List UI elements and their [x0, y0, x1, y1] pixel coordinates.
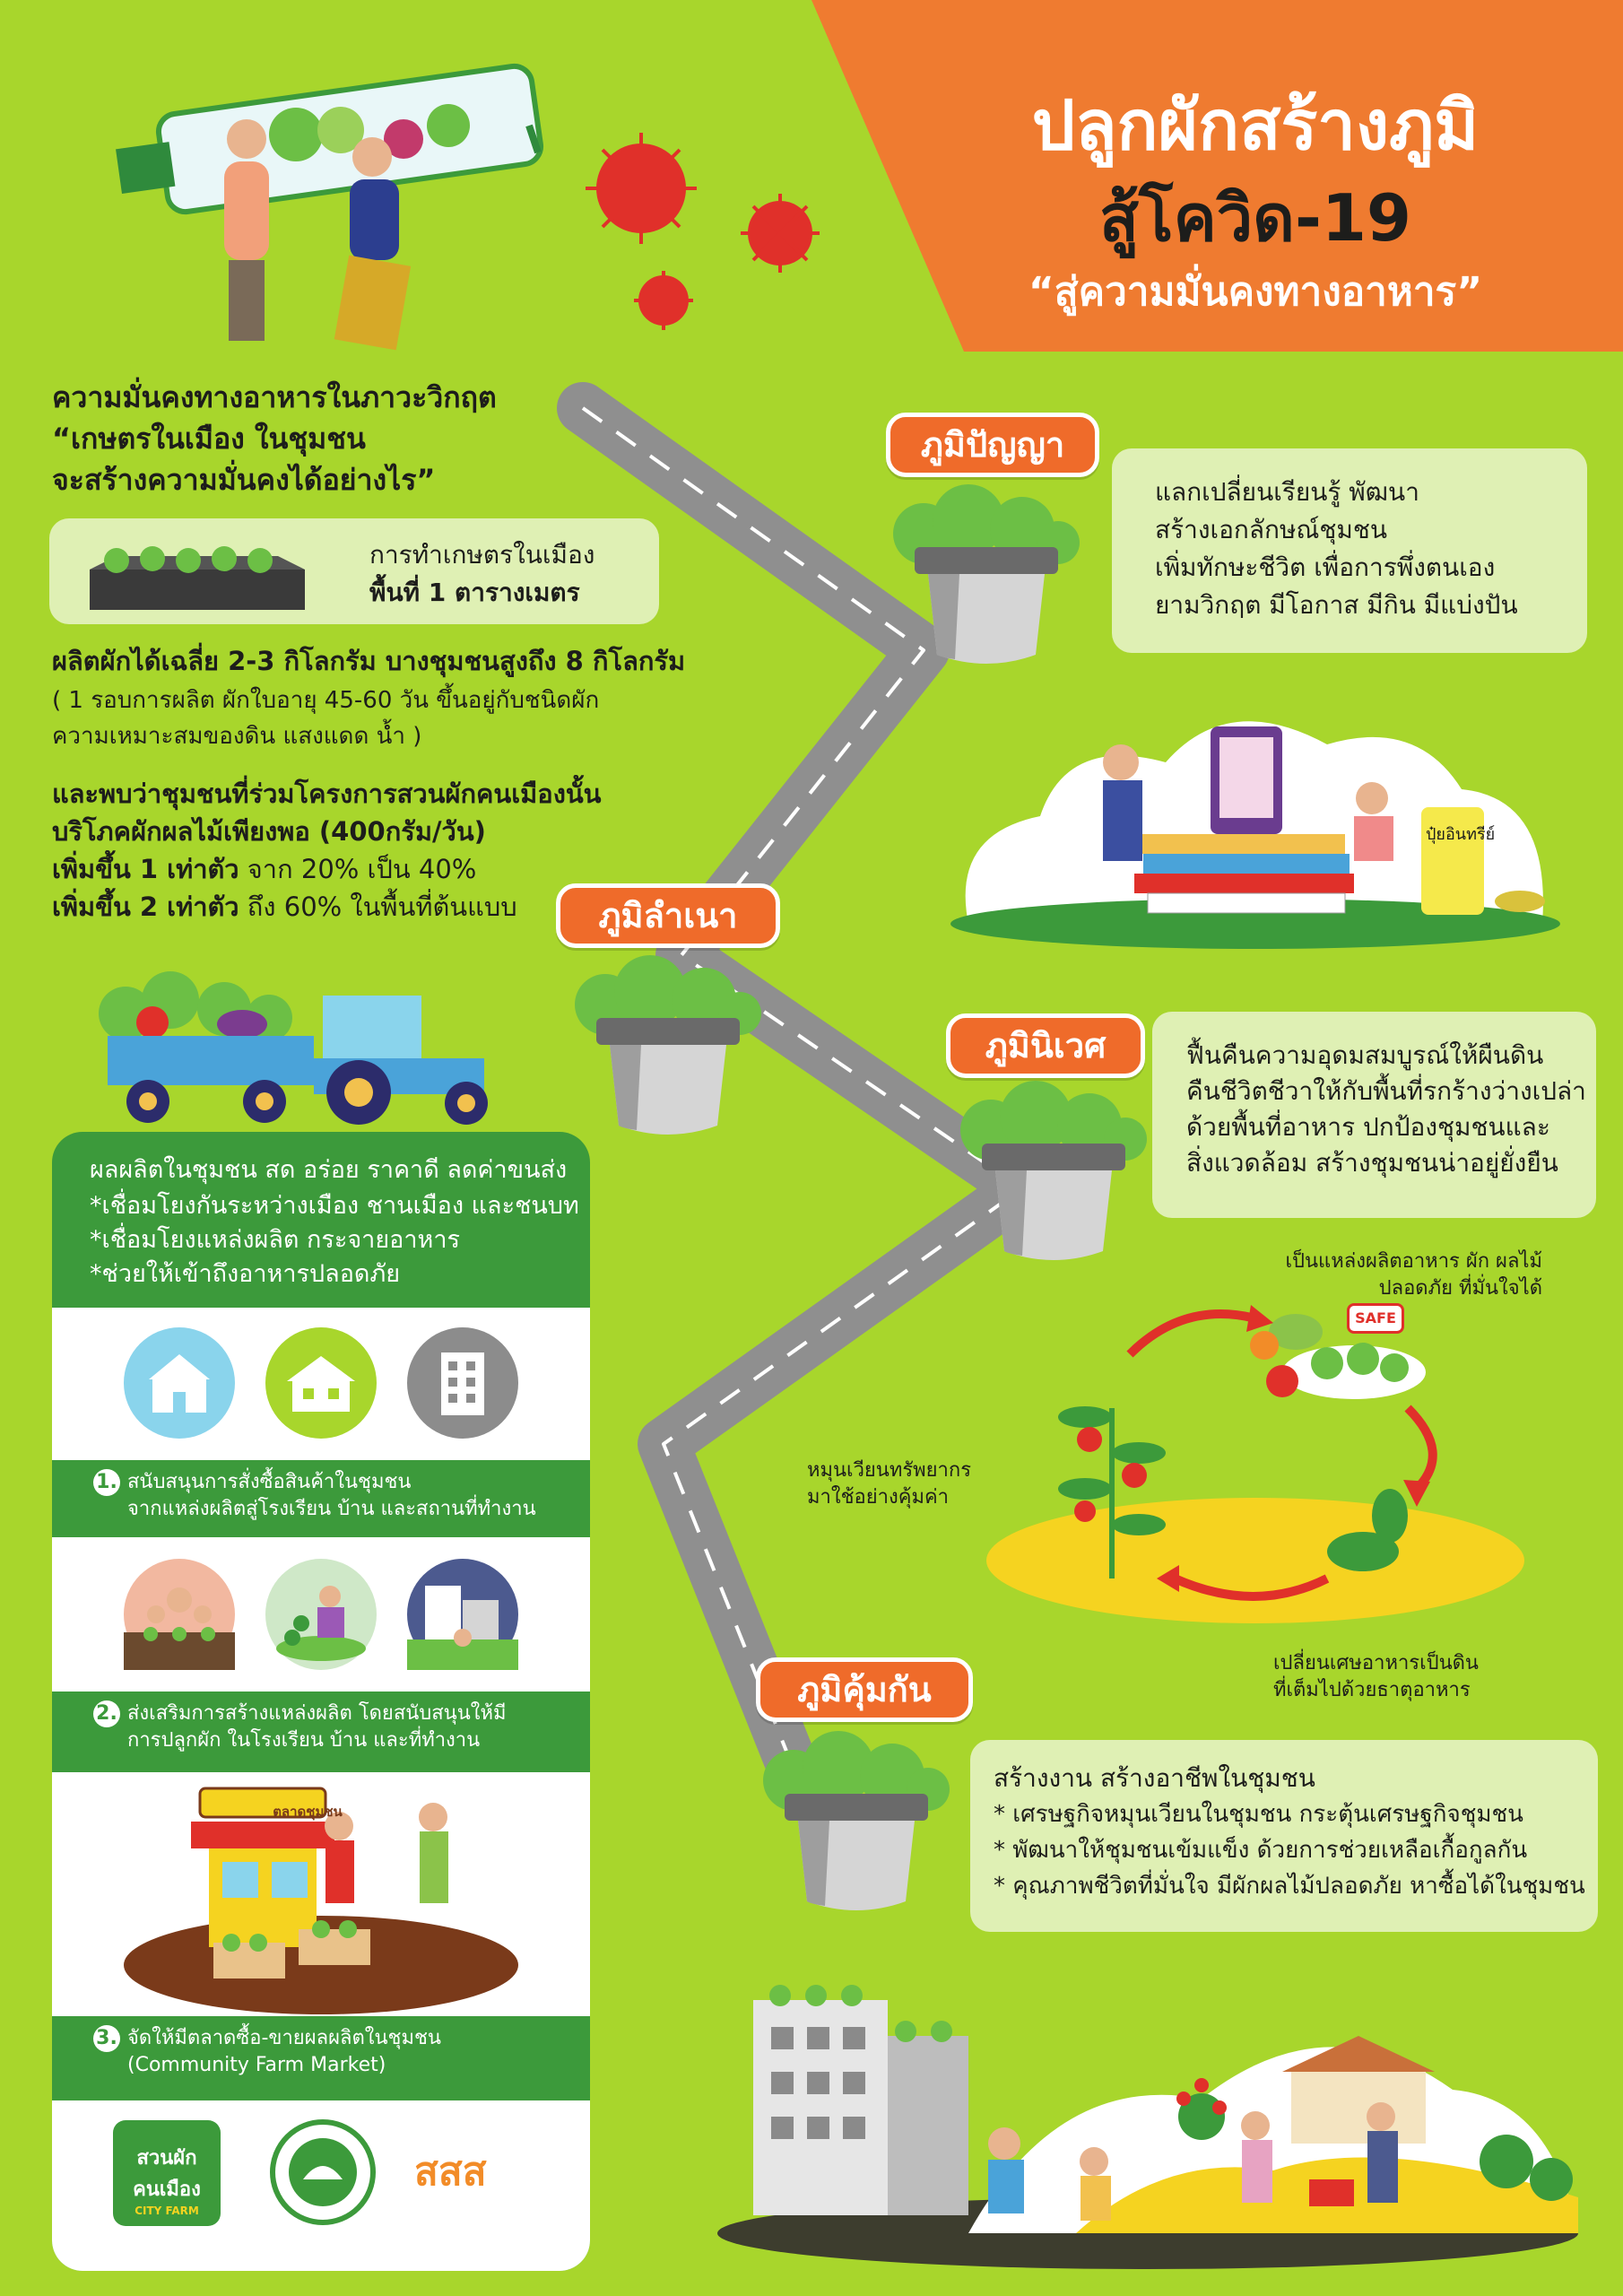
- description-line: ฟื้นคืนความอุดมสมบูรณ์ให้ผืนดิน: [1186, 1040, 1544, 1070]
- panel-header-line: *เชื่อมโยงแหล่งผลิต กระจายอาหาร: [90, 1226, 460, 1254]
- finding-detail: จาก 20% เป็น 40%: [239, 854, 477, 884]
- planter-bed-icon: [90, 546, 305, 610]
- gardener-icon: [265, 1559, 377, 1670]
- plant-pot-icon: [893, 484, 1080, 664]
- milestone-ecology-label: ภูมินิเวศ: [946, 1013, 1145, 1078]
- area-label: พื้นที่ 1 ตารางเมตร: [369, 578, 580, 607]
- agency-seal-logo: [270, 2119, 376, 2225]
- cycle-label-compost: เปลี่ยนเศษอาหารเป็นดินที่เต็มไปด้วยธาตุอ…: [1273, 1650, 1551, 1704]
- compost-bin-label: ปุ๋ยอินทรีย์: [1426, 825, 1496, 844]
- yield-note: ความเหมาะสมของดิน แสงแดด น้ำ ): [52, 723, 422, 750]
- family-farming-icon: [124, 1559, 235, 1670]
- finding-line: บริโภคผักผลไม้เพียงพอ (400กรัม/วัน): [52, 816, 486, 847]
- step-line: จากแหล่งผลิตสู่โรงเรียน บ้าน และสถานที่ท…: [127, 1498, 536, 1520]
- cycle-label-line: ปลอดภัย ที่มั่นใจได้: [1378, 1277, 1542, 1300]
- step-line: จัดให้มีตลาดซื้อ-ขายผลผลิตในชุมชน: [127, 2027, 441, 2049]
- description-line: * คุณภาพชีวิตที่มั่นใจ มีผักผลไม้ปลอดภัย…: [994, 1873, 1585, 1900]
- logo-text: คนเมือง: [133, 2179, 201, 2201]
- description-line: เพิ่มทักษะชีวิต เพื่อการพึ่งตนเอง: [1155, 552, 1496, 582]
- step3-market-illustration: [52, 1772, 590, 2016]
- school-icon: [124, 1327, 235, 1439]
- cycle-label-line: หมุนเวียนทรัพยากร: [807, 1459, 972, 1482]
- header-banner: [812, 0, 1623, 352]
- market-sign: ตลาดชุมชน: [273, 1804, 343, 1820]
- logo-text: สวนผัก: [136, 2147, 197, 2170]
- step-line: การปลูกผัก ในโรงเรียน บ้าน และที่ทำงาน: [127, 1729, 481, 1752]
- subtitle: “สู่ความมั่นคงทางอาหาร”: [1028, 269, 1483, 315]
- step-line: ส่งเสริมการสร้างแหล่งผลิต โดยสนับสนุนให้…: [127, 1702, 507, 1725]
- yield-note: ( 1 รอบการผลิต ผักใบอายุ 45-60 วัน ขึ้นอ…: [52, 687, 600, 714]
- community-illustration: [717, 1985, 1578, 2269]
- main-title: ปลูกผักสร้างภูมิ: [1031, 85, 1480, 165]
- step2-text: 2. ส่งเสริมการสร้างแหล่งผลิต โดยสนับสนุนใ…: [93, 1700, 507, 1754]
- finding-line: และพบว่าชุมชนที่ร่วมโครงการสวนผักคนเมือง…: [52, 778, 602, 809]
- city-farm-logo: สวนผัก คนเมือง CITY FARM: [113, 2120, 221, 2226]
- cycle-label-line: มาใช้อย่างคุ้มค่า: [807, 1486, 950, 1509]
- description-line: คืนชีวิตชีวาให้กับพื้นที่รกร้างว่างเปล่า: [1186, 1076, 1586, 1106]
- finding-line: เพิ่มขึ้น 2 เท่าตัว ถึง 60% ในพื้นที่ต้น…: [52, 888, 517, 926]
- plant-pot-icon: [763, 1731, 950, 1910]
- office-building-icon: [407, 1327, 518, 1439]
- virus-icons: [586, 133, 820, 330]
- main-title-line2: สู้โควิด-19: [1098, 180, 1412, 256]
- intro-question: ความมั่นคงทางอาหารในภาวะวิกฤต “เกษตรในเม…: [52, 377, 497, 500]
- food-cycle-illustration: [986, 1305, 1524, 1623]
- immunity-description-box: สร้างงาน สร้างอาชีพในชุมชน * เศรษฐกิจหมุ…: [970, 1740, 1598, 1932]
- intro-question-line: ความมั่นคงทางอาหารในภาวะวิกฤต: [52, 380, 497, 414]
- house-icon: [265, 1327, 377, 1439]
- description-line: สิ่งแวดล้อม สร้างชุมชนน่าอยู่ยั่งยืน: [1186, 1148, 1558, 1178]
- description-line: สร้างงาน สร้างอาชีพในชุมชน: [994, 1763, 1315, 1793]
- logos-strip: สวนผัก คนเมือง CITY FARM สสส: [52, 2100, 590, 2271]
- step-line: (Community Farm Market): [127, 2054, 386, 2076]
- milestone-wisdom-label: ภูมิปัญญา: [886, 413, 1099, 477]
- finding-detail: ถึง 60% ในพื้นที่ต้นแบบ: [239, 891, 517, 922]
- intro-question-line: “เกษตรในเมือง ในชุมชน: [52, 422, 366, 456]
- finding-emphasis: เพิ่มขึ้น 1 เท่าตัว: [52, 854, 239, 884]
- thaihealth-logo: สสส: [414, 2149, 487, 2195]
- description-line: แลกเปลี่ยนเรียนรู้ พัฒนา: [1155, 477, 1419, 507]
- tractor-illustration: [99, 971, 488, 1125]
- intro-question-line: จะสร้างความมั่นคงได้อย่างไร”: [52, 463, 436, 497]
- description-line: ยามวิกฤต มีโอกาส มีกิน มีแบ่งปัน: [1155, 590, 1518, 620]
- description-line: * เศรษฐกิจหมุนเวียนในชุมชน กระตุ้นเศรษฐก…: [994, 1801, 1523, 1828]
- description-line: * พัฒนาให้ชุมชนเข้มแข็ง ด้วยการช่วยเหลือ…: [994, 1837, 1528, 1864]
- safe-badge: SAFE: [1347, 1303, 1404, 1334]
- urban-farming-label: การทำเกษตรในเมือง: [369, 540, 595, 570]
- office-garden-icon: [407, 1559, 518, 1670]
- finding-emphasis: เพิ่มขึ้น 2 เท่าตัว: [52, 891, 239, 922]
- plant-pot-icon: [575, 955, 761, 1135]
- description-line: สร้างเอกลักษณ์ชุมชน: [1155, 515, 1388, 544]
- description-line: ด้วยพื้นที่อาหาร ปกป้องชุมชนและ: [1186, 1112, 1550, 1142]
- panel-header-line: *ช่วยให้เข้าถึงอาหารปลอดภัย: [90, 1260, 401, 1288]
- step-number: 1.: [93, 1469, 120, 1496]
- cycle-label-line: ที่เต็มไปด้วยธาตุอาหาร: [1273, 1679, 1471, 1701]
- panel-header-line: *เชื่อมโยงกันระหว่างเมือง ชานเมือง และชน…: [90, 1192, 579, 1220]
- syringe-people-illustration: [116, 63, 544, 351]
- step3-text: 3. จัดให้มีตลาดซื้อ-ขายผลผลิตในชุมชน (Com…: [93, 2025, 441, 2079]
- cycle-label-produce: เป็นแหล่งผลิตอาหาร ผัก ผลไม้ปลอดภัย ที่ม…: [1228, 1248, 1542, 1302]
- learning-illustration: [950, 721, 1560, 949]
- plant-pot-icon: [960, 1081, 1147, 1260]
- ecology-description-box: ฟื้นคืนความอุดมสมบูรณ์ให้ผืนดิน คืนชีวิต…: [1152, 1012, 1596, 1218]
- panel-header-line: ผลผลิตในชุมชน สด อร่อย ราคาดี ลดค่าขนส่ง: [90, 1156, 568, 1184]
- milestone-homeland-label: ภูมิลำเนา: [556, 883, 780, 948]
- wisdom-description-box: แลกเปลี่ยนเรียนรู้ พัฒนา สร้างเอกลักษณ์ช…: [1112, 448, 1587, 653]
- step-number: 3.: [93, 2025, 120, 2052]
- step-line: สนับสนุนการสั่งซื้อสินค้าในชุมชน: [127, 1471, 412, 1493]
- step-number: 2.: [93, 1700, 120, 1727]
- cycle-label-line: เป็นแหล่งผลิตอาหาร ผัก ผลไม้: [1285, 1250, 1542, 1273]
- cycle-label-line: เปลี่ยนเศษอาหารเป็นดิน: [1273, 1652, 1479, 1674]
- step1-icons: [52, 1308, 590, 1460]
- community-panel: ผลผลิตในชุมชน สด อร่อย ราคาดี ลดค่าขนส่ง…: [52, 1132, 590, 2271]
- logo-text: CITY FARM: [135, 2205, 199, 2217]
- finding-line: เพิ่มขึ้น 1 เท่าตัว จาก 20% เป็น 40%: [52, 850, 476, 888]
- footer-links: www.thaicityfarm.com l facebook : สวนผัก…: [82, 2228, 560, 2250]
- cycle-label-resources: หมุนเวียนทรัพยากรมาใช้อย่างคุ้มค่า: [807, 1457, 1013, 1511]
- step1-text: 1. สนับสนุนการสั่งซื้อสินค้าในชุมชน จากแห…: [93, 1469, 536, 1523]
- milestone-immunity-label: ภูมิคุ้มกัน: [756, 1657, 973, 1722]
- step2-icons: [52, 1537, 590, 1692]
- yield-line: ผลิตผักได้เฉลี่ย 2-3 กิโลกรัม บางชุมชนสู…: [52, 646, 686, 676]
